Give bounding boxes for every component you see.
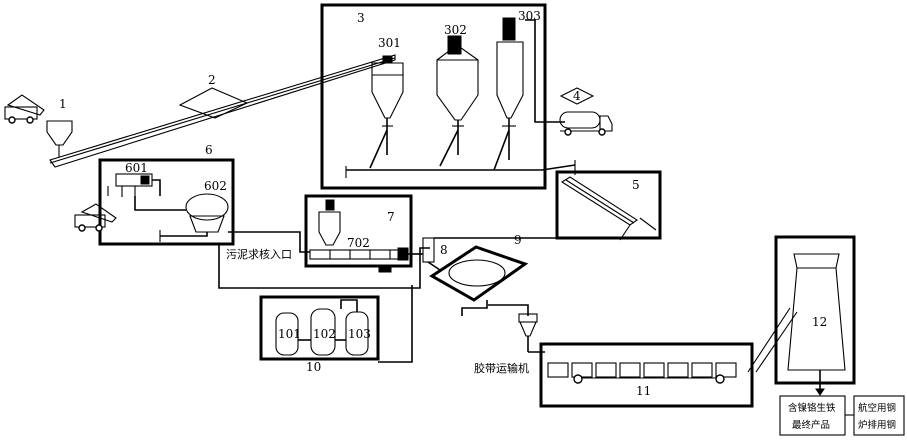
diamond-4 [559, 87, 595, 105]
final-product-line2: 最终产品 [792, 419, 830, 431]
label-103: 103 [348, 327, 371, 341]
tanker-truck-4 [559, 111, 613, 136]
silo-collect-line [346, 164, 576, 171]
label-302: 302 [444, 23, 467, 37]
hopper-7 [318, 199, 341, 246]
chute-302 [439, 129, 459, 167]
silo-301 [371, 55, 404, 155]
use-aviation: 航空用钢 [858, 402, 896, 414]
label-601: 601 [125, 161, 148, 175]
conveyor-5 [560, 160, 657, 241]
unit-7-box [304, 194, 413, 268]
tank-102 [310, 308, 336, 356]
label-101: 101 [278, 327, 301, 341]
unit-601 [107, 173, 161, 197]
label-602: 602 [204, 179, 227, 193]
line-602-out [160, 232, 208, 237]
line-10-to-9 [378, 285, 413, 363]
feed-11-to-12-b [755, 311, 798, 373]
unit-602 [134, 193, 229, 233]
unit-10-box [259, 295, 380, 361]
label-10: 10 [306, 360, 321, 374]
uses-box [853, 395, 905, 436]
unit-5-box [555, 170, 662, 240]
final-product-line1: 含镍铬生铁 [788, 402, 836, 414]
label-301: 301 [378, 36, 401, 50]
label-9: 9 [514, 233, 522, 247]
label-11: 11 [636, 384, 651, 398]
unit-8 [378, 237, 441, 273]
chute-301 [369, 129, 388, 169]
label-2: 2 [208, 73, 216, 87]
dump-truck-6 [74, 203, 117, 232]
dump-truck-1 [4, 94, 45, 124]
label-3: 3 [357, 11, 365, 25]
conveyor-cover-2 [178, 87, 249, 119]
label-6: 6 [205, 143, 213, 157]
unit-6-box [98, 158, 235, 246]
unit-3-box [320, 3, 547, 190]
label-8: 8 [440, 243, 448, 257]
use-furnace: 炉排用钢 [858, 419, 896, 431]
label-5: 5 [632, 178, 640, 192]
sludge-inlet-label: 污泥求核入口 [226, 247, 292, 261]
silo-303 [496, 17, 524, 160]
label-4: 4 [573, 89, 581, 103]
chute-303 [493, 129, 510, 171]
unit-9 [429, 245, 529, 316]
gas-line-303 [525, 19, 565, 123]
cyclone-separator [518, 313, 538, 352]
belt-11 [547, 362, 737, 384]
unit-12-box [774, 235, 856, 385]
furnace-12 [787, 253, 846, 371]
silo-302 [436, 35, 479, 155]
tank-101 [275, 312, 299, 356]
feed-11-to-12-a [747, 307, 791, 373]
label-102: 102 [313, 327, 336, 341]
unit-11-box [539, 342, 754, 408]
line-6-to-7 [228, 231, 310, 253]
label-702: 702 [347, 236, 370, 250]
label-12: 12 [812, 315, 827, 329]
inclined-conveyor-2 [49, 54, 396, 168]
feed-hopper-1 [46, 120, 73, 157]
label-1: 1 [59, 97, 67, 111]
label-7: 7 [387, 210, 395, 224]
label-303: 303 [518, 9, 541, 23]
belt-conveyor-label: 胶带运输机 [474, 361, 529, 375]
